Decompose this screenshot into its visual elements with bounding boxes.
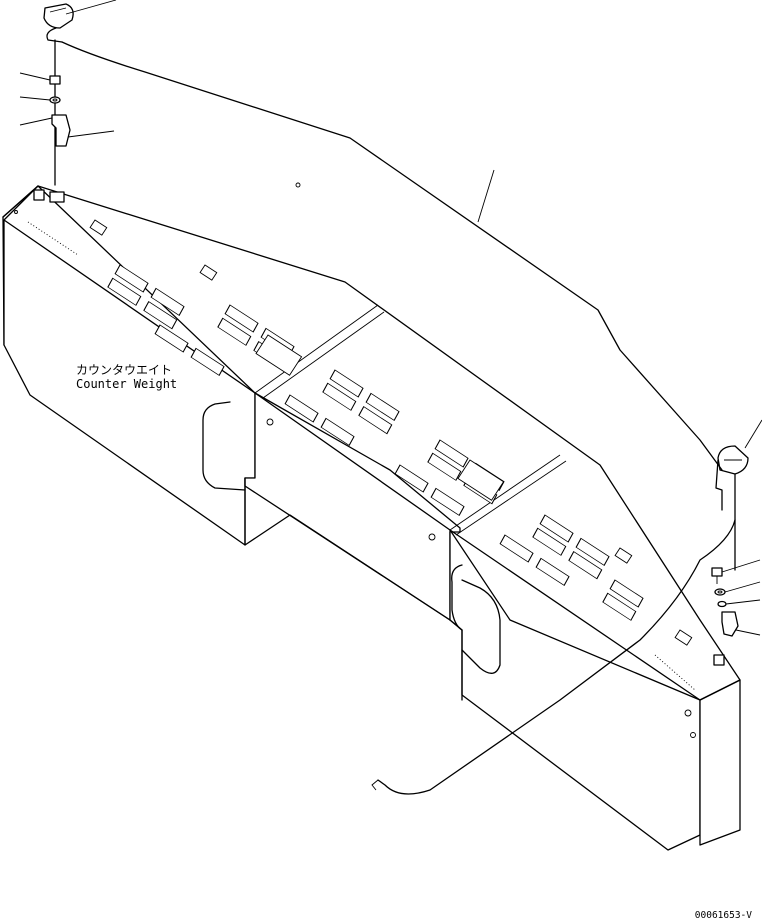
lower-step-left bbox=[244, 477, 451, 621]
left-bolt-icon bbox=[49, 75, 61, 92]
leader-right-nut bbox=[725, 599, 761, 605]
left-lamp-assembly bbox=[33, 3, 74, 203]
panel-joint-2 bbox=[449, 454, 561, 531]
mount-hole bbox=[684, 709, 692, 717]
lower-step-right bbox=[449, 619, 463, 701]
right-bolt-icon bbox=[711, 567, 723, 584]
left-bracket-icon bbox=[51, 114, 71, 147]
leader-right-bracket bbox=[735, 629, 761, 636]
right-washer-icon bbox=[714, 588, 726, 596]
panel-joint-1 bbox=[254, 304, 379, 394]
mount-hole bbox=[690, 732, 696, 738]
counterweight-label-jp: カウンタウエイト bbox=[76, 363, 172, 377]
front-panel-right bbox=[449, 529, 701, 851]
counterweight-label-en: Counter Weight bbox=[76, 377, 177, 391]
mount-hole bbox=[266, 418, 274, 426]
leader-right-washer bbox=[724, 581, 761, 593]
left-washer-icon bbox=[49, 96, 61, 104]
right-bracket-icon bbox=[721, 611, 739, 637]
front-top-edge bbox=[3, 219, 701, 701]
right-lamp-assembly bbox=[711, 445, 749, 666]
leader-left-lamp bbox=[65, 0, 117, 15]
top-deck-edge bbox=[2, 185, 741, 701]
mount-hole bbox=[428, 533, 436, 541]
front-panel-middle bbox=[244, 392, 461, 621]
wiring-harness bbox=[61, 41, 736, 795]
leader-right-bolt bbox=[721, 559, 761, 573]
right-end-face bbox=[699, 679, 741, 846]
left-lamp-icon bbox=[43, 3, 74, 29]
leader-left-washer bbox=[19, 96, 51, 101]
drawing-number: 00061653-V bbox=[695, 910, 752, 921]
leader-right-lamp bbox=[744, 419, 762, 449]
leader-left-bolt bbox=[19, 72, 51, 81]
access-opening-right bbox=[451, 564, 501, 674]
harness-upper-run bbox=[61, 41, 723, 471]
harness-lower-run bbox=[377, 519, 736, 795]
leader-left-cover bbox=[19, 117, 53, 126]
right-lamp-icon bbox=[717, 445, 749, 475]
access-opening-left bbox=[202, 401, 246, 491]
counterweight-body bbox=[2, 182, 741, 851]
deck-pad-grid bbox=[27, 219, 696, 691]
leader-harness bbox=[477, 169, 495, 223]
left-lamp-cable bbox=[46, 27, 63, 43]
callout-leaders bbox=[19, 0, 762, 636]
leader-left-bracket bbox=[67, 130, 115, 138]
